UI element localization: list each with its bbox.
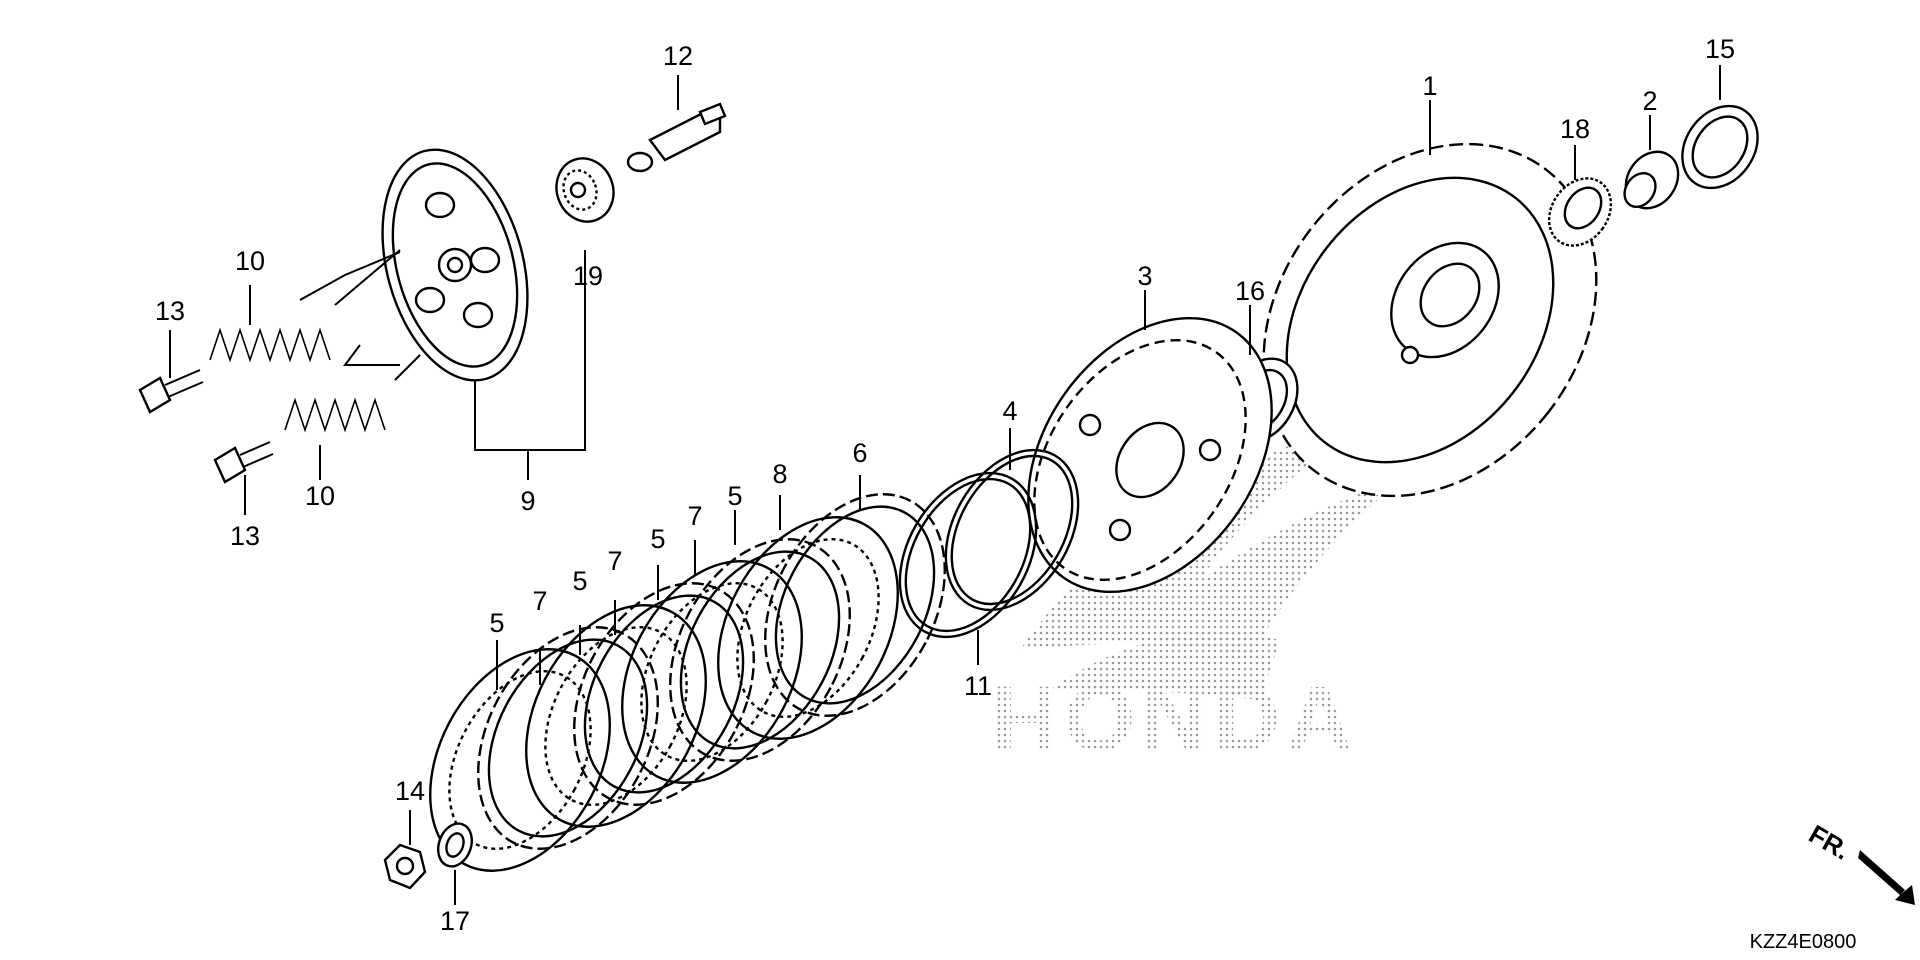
callout-5a: 5 bbox=[489, 608, 504, 638]
clutch-plate-stack bbox=[429, 493, 946, 872]
ring-part-4 bbox=[944, 448, 1080, 612]
lifter-rod-part-12 bbox=[626, 102, 727, 173]
callout-13b: 13 bbox=[230, 521, 260, 551]
callout-19: 19 bbox=[573, 261, 603, 291]
front-marker-label: FR. bbox=[1804, 819, 1855, 866]
clutch-center-part-3 bbox=[1027, 316, 1273, 594]
callout-5b: 5 bbox=[572, 566, 587, 596]
callout-2: 2 bbox=[1642, 86, 1657, 116]
callout-10a: 10 bbox=[235, 246, 265, 276]
clutch-outer-part-1 bbox=[1262, 142, 1598, 498]
callout-18: 18 bbox=[1560, 114, 1590, 144]
callout-13a: 13 bbox=[155, 296, 185, 326]
callout-5d: 5 bbox=[727, 481, 742, 511]
front-direction-arrow bbox=[1858, 850, 1915, 905]
collar-part-2 bbox=[1623, 150, 1680, 210]
clutch-spring-part-10-upper bbox=[209, 249, 401, 363]
callout-7b: 7 bbox=[607, 546, 622, 576]
bolt-part-13-lower bbox=[213, 441, 274, 484]
callout-14: 14 bbox=[395, 776, 425, 806]
callout-labels: 1 2 3 4 5 5 5 5 6 7 7 7 8 9 10 10 11 12 … bbox=[155, 34, 1735, 936]
callout-12: 12 bbox=[663, 41, 693, 71]
leader-lines bbox=[169, 65, 1721, 905]
clutch-spring-part-10-lower bbox=[284, 354, 421, 433]
washer-part-17 bbox=[436, 822, 474, 868]
callout-3: 3 bbox=[1137, 261, 1152, 291]
callout-4: 4 bbox=[1002, 396, 1017, 426]
diagram-code-label: KZZ4E0800 bbox=[1750, 931, 1857, 953]
callout-17: 17 bbox=[440, 906, 470, 936]
bolt-part-13-upper bbox=[138, 369, 204, 414]
thrust-washer-part-15 bbox=[1681, 104, 1759, 190]
callout-10b: 10 bbox=[305, 481, 335, 511]
bearing-part-19 bbox=[555, 157, 615, 223]
honda-watermark-text: HONDA bbox=[991, 668, 1358, 770]
callout-7c: 7 bbox=[687, 501, 702, 531]
callout-15: 15 bbox=[1705, 34, 1735, 64]
callout-6: 6 bbox=[852, 438, 867, 468]
callout-1: 1 bbox=[1422, 71, 1437, 101]
needle-bearing-part-18 bbox=[1547, 177, 1613, 247]
nut-part-14 bbox=[383, 843, 427, 890]
callout-9: 9 bbox=[520, 486, 535, 516]
callout-16: 16 bbox=[1235, 276, 1265, 306]
callout-5c: 5 bbox=[650, 524, 665, 554]
pressure-plate-part-9 bbox=[381, 148, 529, 382]
callout-8: 8 bbox=[772, 459, 787, 489]
callout-11: 11 bbox=[964, 671, 992, 701]
callout-7a: 7 bbox=[532, 586, 547, 616]
